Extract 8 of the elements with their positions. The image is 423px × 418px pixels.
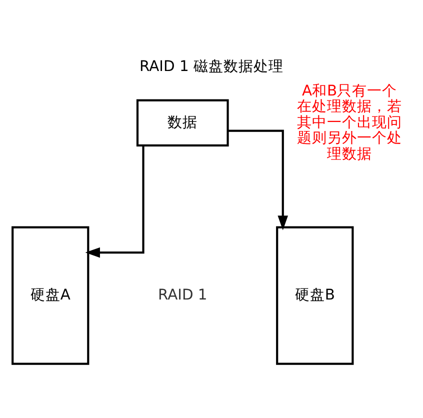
node-box: 硬盘B: [276, 226, 354, 364]
arrow: [85, 144, 144, 258]
arrow: [228, 129, 288, 230]
label: RAID 1: [158, 286, 208, 303]
node-box: 数据: [136, 98, 229, 146]
node-box: 硬盘A: [12, 226, 90, 364]
diagram-title: RAID 1 磁盘数据处理: [140, 58, 284, 75]
label: A和B只有一个在处理数据，若其中一个出现问题则另外一个处理数据: [297, 82, 402, 162]
